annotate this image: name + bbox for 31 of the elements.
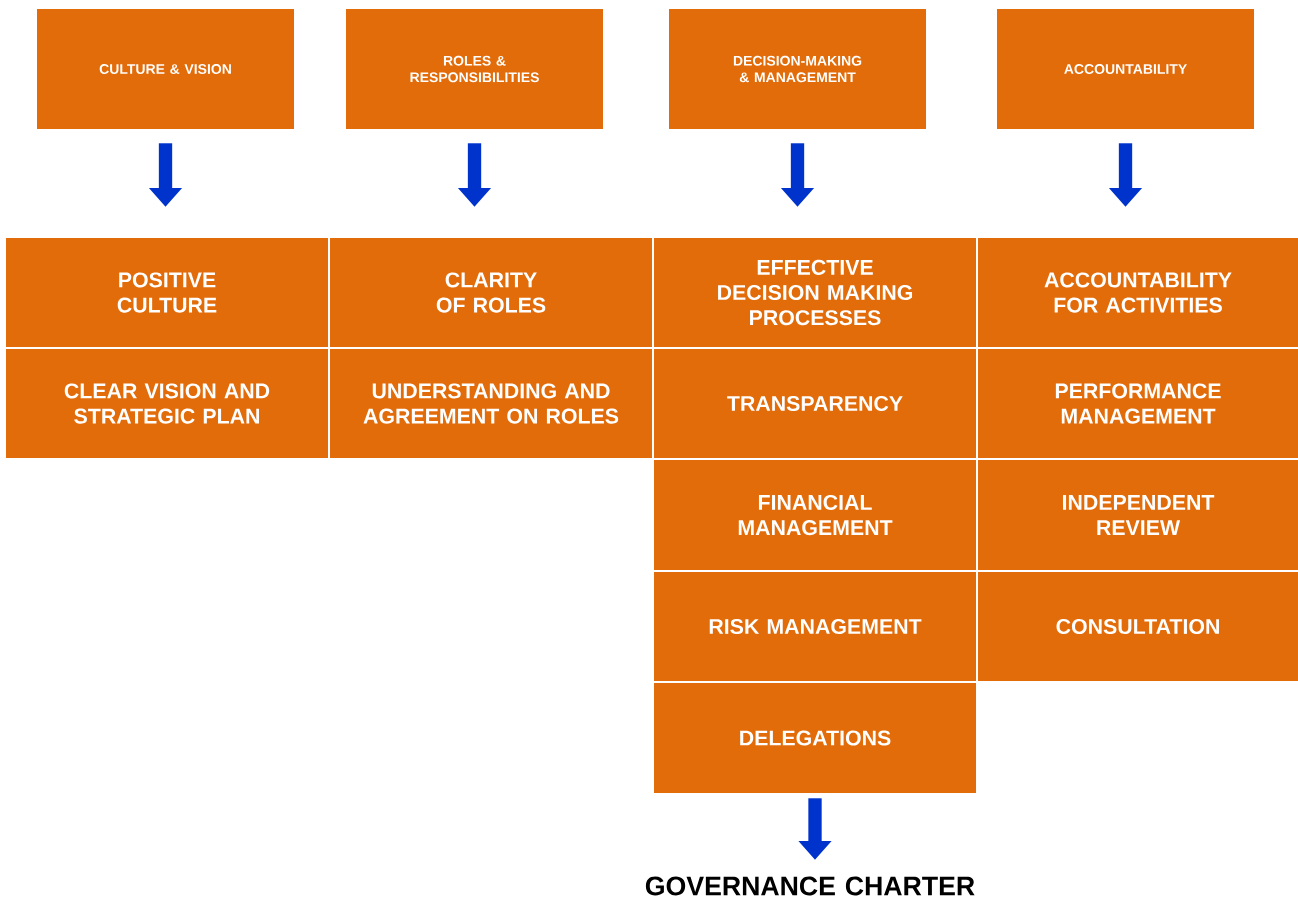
topic-box: INDEPENDENT REVIEW [978,460,1298,570]
heading-text: GOVERNANCE CHARTER [645,876,975,896]
node-label: DELEGATIONS [740,730,891,746]
node-label: CONSULTATION [1056,618,1219,635]
topic-box: PERFORMANCE MANAGEMENT [978,349,1298,458]
topic-box: CONSULTATION [978,572,1298,681]
header-box: CULTURE & VISION [37,9,294,129]
node-label: RISK MANAGEMENT [709,618,922,635]
node-label: INDEPENDENT REVIEW [1062,495,1215,535]
header-box: ROLES & RESPONSIBILITIES [346,9,603,129]
topic-box: CLEAR VISION AND STRATEGIC PLAN [6,349,328,458]
node-label: UNDERSTANDING AND AGREEMENT ON ROLES [363,383,619,424]
node-label: CLEAR VISION AND STRATEGIC PLAN [64,383,270,424]
node-label: CLARITY OF ROLES [436,272,546,313]
topic-box: POSITIVE CULTURE [6,238,328,347]
topic-box: ACCOUNTABILITY FOR ACTIVITIES [978,238,1298,347]
node-label: EFFECTIVE DECISION MAKING PROCESSES [718,259,913,326]
header-box: DECISION-MAKING & MANAGEMENT [669,9,926,129]
topic-box: RISK MANAGEMENT [654,572,976,681]
topic-box: CLARITY OF ROLES [330,238,652,347]
node-label: FINANCIAL MANAGEMENT [738,494,893,536]
topic-box: FINANCIAL MANAGEMENT [654,460,976,570]
topic-box: EFFECTIVE DECISION MAKING PROCESSES [654,238,976,347]
header-box: ACCOUNTABILITY [997,9,1254,129]
node-label: TRANSPARENCY [727,395,903,412]
node-label: PERFORMANCE MANAGEMENT [1055,383,1221,424]
topic-box: DELEGATIONS [654,683,976,793]
topic-box: TRANSPARENCY [654,349,976,458]
node-label: POSITIVE CULTURE [117,272,217,313]
topic-box: UNDERSTANDING AND AGREEMENT ON ROLES [330,349,652,458]
node-label: ACCOUNTABILITY FOR ACTIVITIES [1044,272,1232,313]
